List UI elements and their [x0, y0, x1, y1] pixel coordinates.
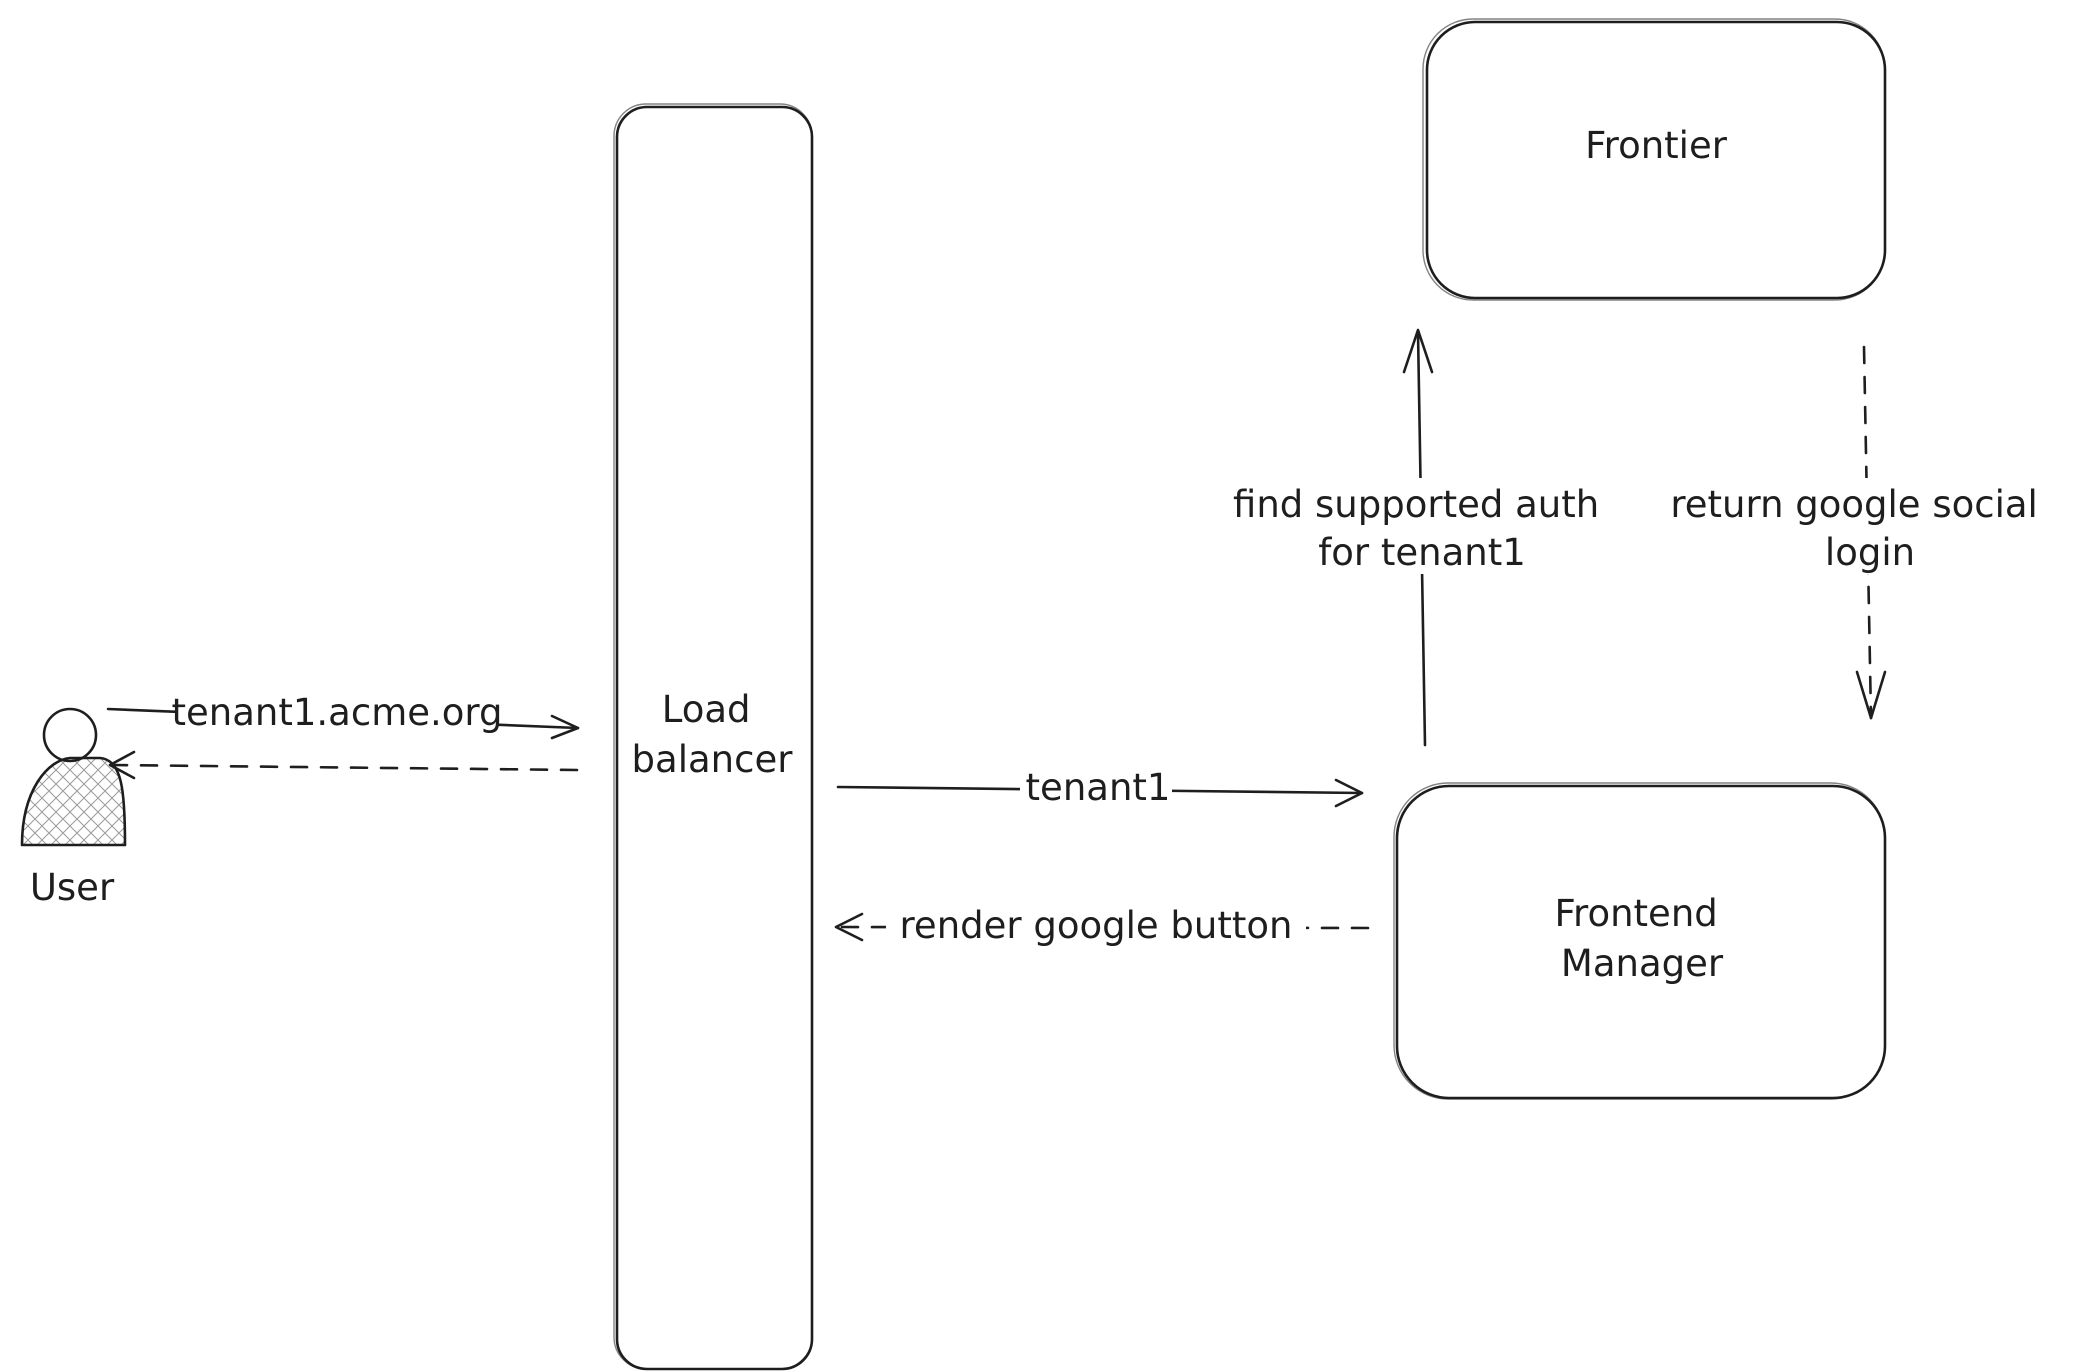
- find-auth-line-2: for tenant1: [1318, 531, 1526, 574]
- frontend-manager-node[interactable]: Frontend Manager: [1393, 782, 1887, 1100]
- edge-frontend-manager-to-load-balancer: render google button: [834, 904, 1370, 950]
- edge-frontier-to-frontend-manager-label: return google social login: [1670, 483, 2049, 574]
- frontend-manager-label-line-1: Frontend: [1554, 892, 1717, 935]
- edge-load-balancer-to-frontend-manager: tenant1: [836, 766, 1364, 812]
- load-balancer-label-line-1: Load: [662, 688, 751, 731]
- arrowhead-icon: [1402, 328, 1434, 374]
- edge-frontend-manager-to-frontier: find supported auth for tenant1: [1222, 328, 1622, 747]
- frontend-manager-label-line-2: Manager: [1561, 942, 1724, 985]
- return-login-line-2: login: [1825, 531, 1915, 574]
- load-balancer-node[interactable]: Load balancer: [613, 103, 814, 1371]
- frontier-node[interactable]: Frontier: [1422, 18, 1887, 301]
- user-label: User: [30, 866, 115, 909]
- user-head-icon: [42, 707, 98, 763]
- arrowhead-icon: [834, 912, 864, 942]
- arrowhead-icon: [1334, 778, 1364, 808]
- edge-load-balancer-to-frontend-manager-label: tenant1: [1026, 766, 1171, 809]
- frontier-label: Frontier: [1585, 124, 1728, 167]
- edge-user-to-load-balancer-label: tenant1.acme.org: [172, 691, 503, 734]
- user-body-icon: [20, 756, 127, 847]
- load-balancer-label-line-2: balancer: [632, 738, 794, 781]
- user-actor[interactable]: User: [20, 707, 127, 909]
- edge-frontend-manager-to-load-balancer-label: render google button: [900, 904, 1293, 947]
- frontend-manager-label: Frontend Manager: [1554, 892, 1729, 985]
- edge-frontier-to-frontend-manager: return google social login: [1664, 345, 2054, 720]
- return-login-line-1: return google social: [1670, 483, 2037, 526]
- load-balancer-label: Load balancer: [632, 688, 794, 781]
- edge-load-balancer-to-user: [108, 750, 579, 780]
- arrowhead-icon: [550, 714, 580, 740]
- edge-frontend-manager-to-frontier-label: find supported auth for tenant1: [1233, 483, 1611, 574]
- arrowhead-icon: [1855, 670, 1887, 720]
- arrowhead-icon: [108, 750, 136, 780]
- edge-user-to-load-balancer: tenant1.acme.org: [106, 690, 580, 740]
- find-auth-line-1: find supported auth: [1233, 483, 1599, 526]
